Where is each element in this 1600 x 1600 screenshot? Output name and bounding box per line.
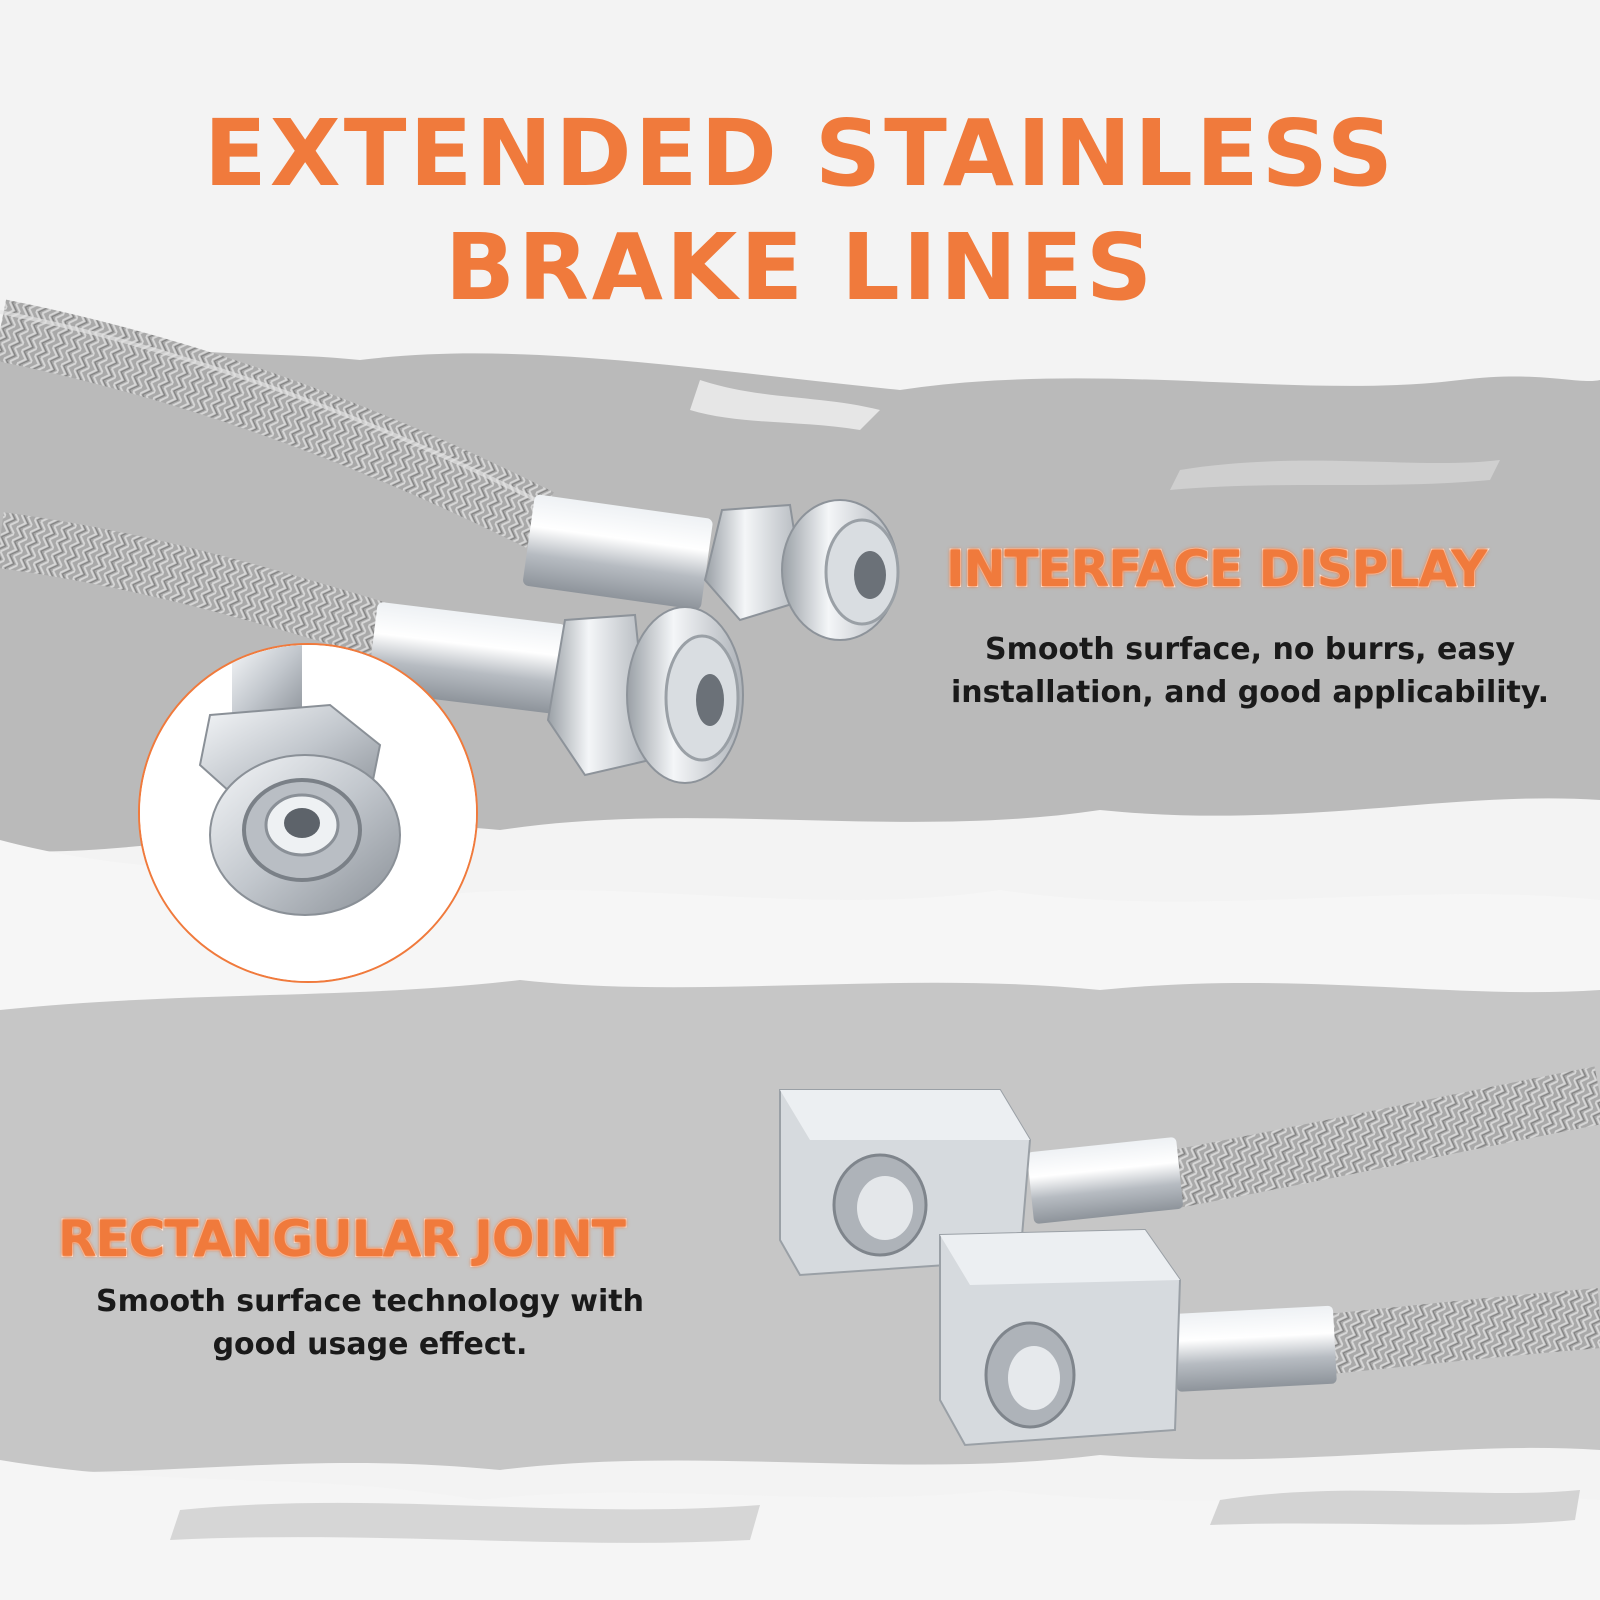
- lower-hose-bottom: [1317, 1288, 1600, 1375]
- lower-hose-top: [1164, 1066, 1600, 1209]
- description-line: good usage effect.: [212, 1327, 528, 1362]
- page-title-line-2: BRAKE LINES: [444, 214, 1156, 321]
- rectangular-joint-top: [779, 1089, 1183, 1277]
- feature-heading-interface-display: INTERFACE DISPLAY: [945, 540, 1488, 598]
- upper-hose-bottom: [0, 512, 389, 657]
- description-line: installation, and good applicability.: [950, 675, 1550, 710]
- description-line: Smooth surface, no burrs, easy: [984, 632, 1516, 667]
- zoom-detail-circle: [138, 643, 478, 983]
- upper-hose-top: [0, 299, 554, 548]
- fitting-closeup-icon: [140, 645, 476, 981]
- feature-heading-rectangular-joint: RECTANGULAR JOINT: [57, 1210, 627, 1268]
- rectangular-joint-bottom: [939, 1228, 1337, 1447]
- banjo-fitting-top: [523, 494, 900, 641]
- description-line: Smooth surface technology with: [96, 1284, 644, 1319]
- feature-description-rectangular-joint: Smooth surface technology with good usag…: [60, 1280, 680, 1366]
- page-title-line-1: EXTENDED STAINLESS: [203, 100, 1397, 207]
- feature-description-interface-display: Smooth surface, no burrs, easy installat…: [930, 628, 1570, 714]
